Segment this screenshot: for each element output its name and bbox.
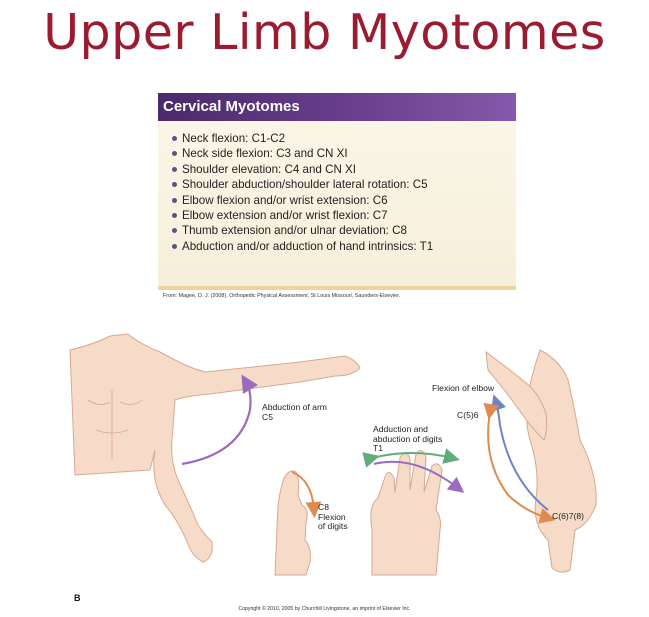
list-item: Neck side flexion: C3 and CN XI — [172, 146, 516, 161]
list-item: Abduction and/or adduction of hand intri… — [172, 239, 516, 254]
adduction-label: Adduction and abduction of digits T1 — [373, 425, 442, 454]
adduction-arrow — [372, 453, 452, 458]
side-figure — [486, 350, 596, 572]
abduction-label: Abduction of arm C5 — [262, 403, 327, 422]
myotome-list: Neck flexion: C1-C2 Neck side flexion: C… — [158, 131, 516, 254]
slide-title: Upper Limb Myotomes — [0, 4, 649, 61]
list-item: Thumb extension and/or ulnar deviation: … — [172, 223, 516, 238]
list-item: Elbow flexion and/or wrist extension: C6 — [172, 193, 516, 208]
list-item: Shoulder abduction/shoulder lateral rota… — [172, 177, 516, 192]
copyright-text: Copyright © 2010, 2005 by Churchill Livi… — [0, 606, 649, 612]
elbow-c56-label: C(5)6 — [457, 411, 479, 421]
list-item: Shoulder elevation: C4 and CN XI — [172, 162, 516, 177]
cervical-myotomes-box: Cervical Myotomes Neck flexion: C1-C2 Ne… — [158, 93, 516, 290]
torso-figure — [70, 334, 360, 562]
flexion-digits-label: C8 Flexion of digits — [318, 503, 348, 532]
source-citation: From: Magee, D. J. (2008). Orthopedic Ph… — [163, 293, 400, 299]
box-heading: Cervical Myotomes — [158, 93, 516, 121]
myotome-illustration — [0, 330, 649, 617]
panel-label: B — [74, 593, 81, 603]
elbow-c678-label: C(6)7(8) — [552, 512, 584, 522]
list-item: Neck flexion: C1-C2 — [172, 131, 516, 146]
open-hand — [371, 450, 442, 575]
elbow-flexion-title: Flexion of elbow — [432, 384, 494, 394]
list-item: Elbow extension and/or wrist flexion: C7 — [172, 208, 516, 223]
flexing-hand — [275, 471, 310, 575]
